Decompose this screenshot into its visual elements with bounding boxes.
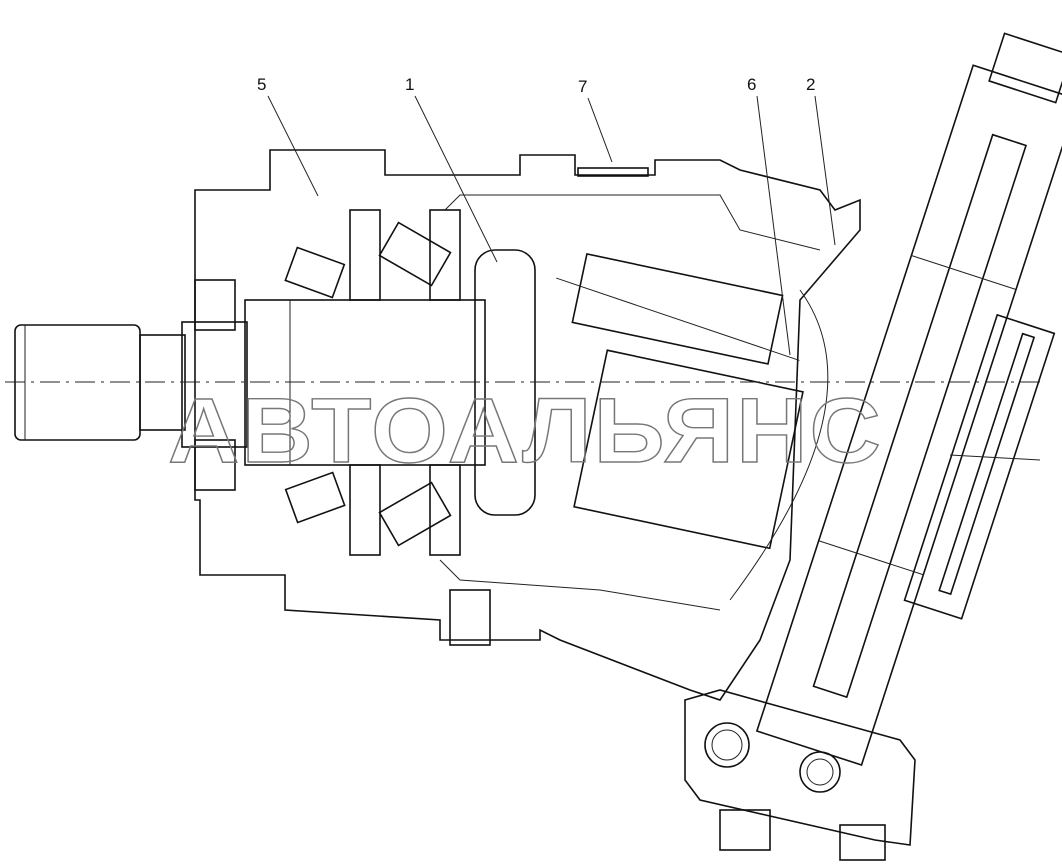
callout-1: 1 [405, 75, 414, 94]
callout-leaders [267, 95, 836, 356]
vent-plug [577, 167, 649, 177]
shaft-seal-top [194, 279, 236, 331]
callout-7: 7 [578, 77, 587, 96]
tapered-roller-bearings [284, 209, 461, 556]
callout-6: 6 [747, 75, 756, 94]
drain-port [449, 589, 491, 646]
cylinder-block [556, 252, 804, 550]
port-block [684, 689, 916, 861]
control-valve-block [755, 32, 1062, 766]
port-plate-arc [729, 289, 829, 601]
callout-5: 5 [257, 75, 266, 94]
callout-2: 2 [806, 75, 815, 94]
housing-outline [194, 149, 861, 701]
shaft-seal-bottom [194, 439, 236, 491]
watermark: АВТОАЛЬЯНС [168, 380, 883, 482]
